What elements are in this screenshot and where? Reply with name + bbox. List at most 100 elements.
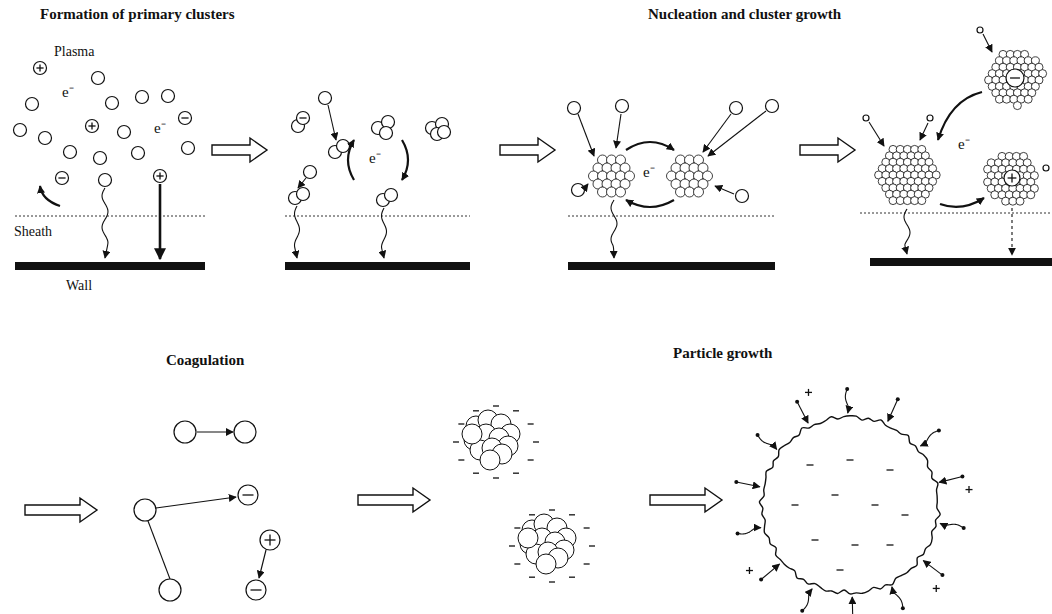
motion-arrow — [923, 561, 942, 576]
radiation-arrow — [940, 523, 964, 528]
motion-arrow — [852, 597, 854, 614]
atom — [26, 98, 39, 111]
charge-sign — [88, 122, 95, 129]
motion-arrow — [1011, 208, 1012, 255]
wall-bar — [15, 258, 1052, 270]
charge-sign — [584, 564, 590, 565]
atom — [132, 147, 145, 160]
charge-sign — [243, 495, 254, 496]
charge-sign — [549, 510, 555, 511]
charge-sign — [933, 585, 940, 592]
charge-sign — [453, 442, 459, 443]
atom — [99, 174, 112, 187]
charge-sign — [458, 460, 464, 461]
atom — [39, 132, 52, 145]
charge-sign — [1010, 78, 1020, 79]
electron-label: e⁻ — [62, 84, 74, 101]
motion-arrow — [616, 114, 621, 148]
radiation-arrow — [738, 528, 761, 534]
radiation-arrow — [921, 430, 939, 445]
motion-arrow — [869, 122, 884, 146]
exchange-arrow — [626, 142, 674, 150]
electron-label: e⁻ — [154, 120, 166, 137]
charge-sign — [832, 495, 839, 496]
atom — [118, 126, 131, 139]
exchange-arrow — [940, 198, 984, 207]
charge-sign — [529, 514, 535, 515]
charge-sign — [569, 514, 575, 515]
charge-sign — [533, 442, 539, 443]
atom — [977, 27, 983, 33]
section-heading: Nucleation and cluster growth — [648, 6, 841, 23]
cluster — [875, 145, 941, 204]
charge-sign — [966, 486, 973, 493]
region-label: Plasma — [54, 44, 94, 60]
charge-sign — [872, 505, 879, 506]
charge-sign — [584, 528, 590, 529]
atom — [134, 499, 156, 521]
cluster — [985, 50, 1047, 109]
charge-sign — [528, 460, 534, 461]
atom — [136, 91, 149, 104]
motion-arrow — [715, 186, 734, 194]
agglomerate — [518, 514, 576, 574]
charge-sign — [852, 545, 859, 546]
atom — [162, 90, 175, 103]
atom — [297, 188, 310, 201]
atom — [568, 102, 581, 115]
atom — [34, 62, 47, 75]
radiation-arrow — [295, 206, 300, 258]
charge-sign — [529, 577, 535, 578]
exchange-arrow — [938, 92, 982, 140]
charge-sign — [493, 478, 499, 479]
exchange-arrow — [40, 186, 60, 206]
charge-sign — [458, 424, 464, 425]
charge-sign — [792, 505, 799, 506]
charge-sign — [156, 172, 163, 179]
exchange-arrow — [402, 140, 408, 180]
charge-sign — [812, 540, 819, 541]
atom — [159, 579, 181, 601]
charge-sign — [1008, 174, 1017, 183]
motion-arrow — [259, 550, 266, 578]
agglomerate — [462, 410, 520, 470]
exchange-arrow — [348, 140, 354, 180]
motion-arrow — [761, 564, 779, 579]
charge-sign — [265, 535, 276, 546]
section-heading: Particle growth — [673, 345, 772, 362]
atom — [337, 140, 350, 153]
atom — [736, 190, 749, 203]
radiation-arrow — [758, 435, 777, 450]
incoming-species — [896, 397, 900, 401]
motion-arrow — [197, 431, 233, 432]
charge-sign — [509, 546, 515, 547]
charge-sign — [805, 389, 812, 396]
cluster — [589, 155, 635, 197]
motion-arrow — [939, 476, 962, 482]
radiation-arrow — [102, 188, 108, 258]
charge-sign — [528, 424, 534, 425]
charge-sign — [887, 470, 894, 471]
charge-sign — [807, 465, 814, 466]
atom — [1006, 69, 1024, 87]
section-heading: Formation of primary clusters — [40, 6, 235, 23]
motion-arrow — [703, 114, 731, 152]
step-arrow — [25, 138, 855, 522]
motion-arrow — [797, 402, 808, 423]
growing-particle — [759, 416, 940, 594]
atom — [179, 112, 192, 125]
incoming-species — [795, 400, 799, 404]
atom — [238, 485, 258, 505]
atom — [94, 152, 107, 165]
motion-arrow — [983, 34, 992, 52]
charge-sign — [902, 515, 909, 516]
atom — [234, 421, 256, 443]
atom — [863, 115, 869, 121]
region-label: Wall — [66, 278, 92, 294]
sheath-line — [15, 213, 1052, 216]
motion-arrow — [328, 105, 336, 140]
atom — [730, 102, 743, 115]
charge-sign — [299, 118, 306, 119]
charge-sign — [837, 570, 844, 571]
atom — [154, 170, 167, 183]
